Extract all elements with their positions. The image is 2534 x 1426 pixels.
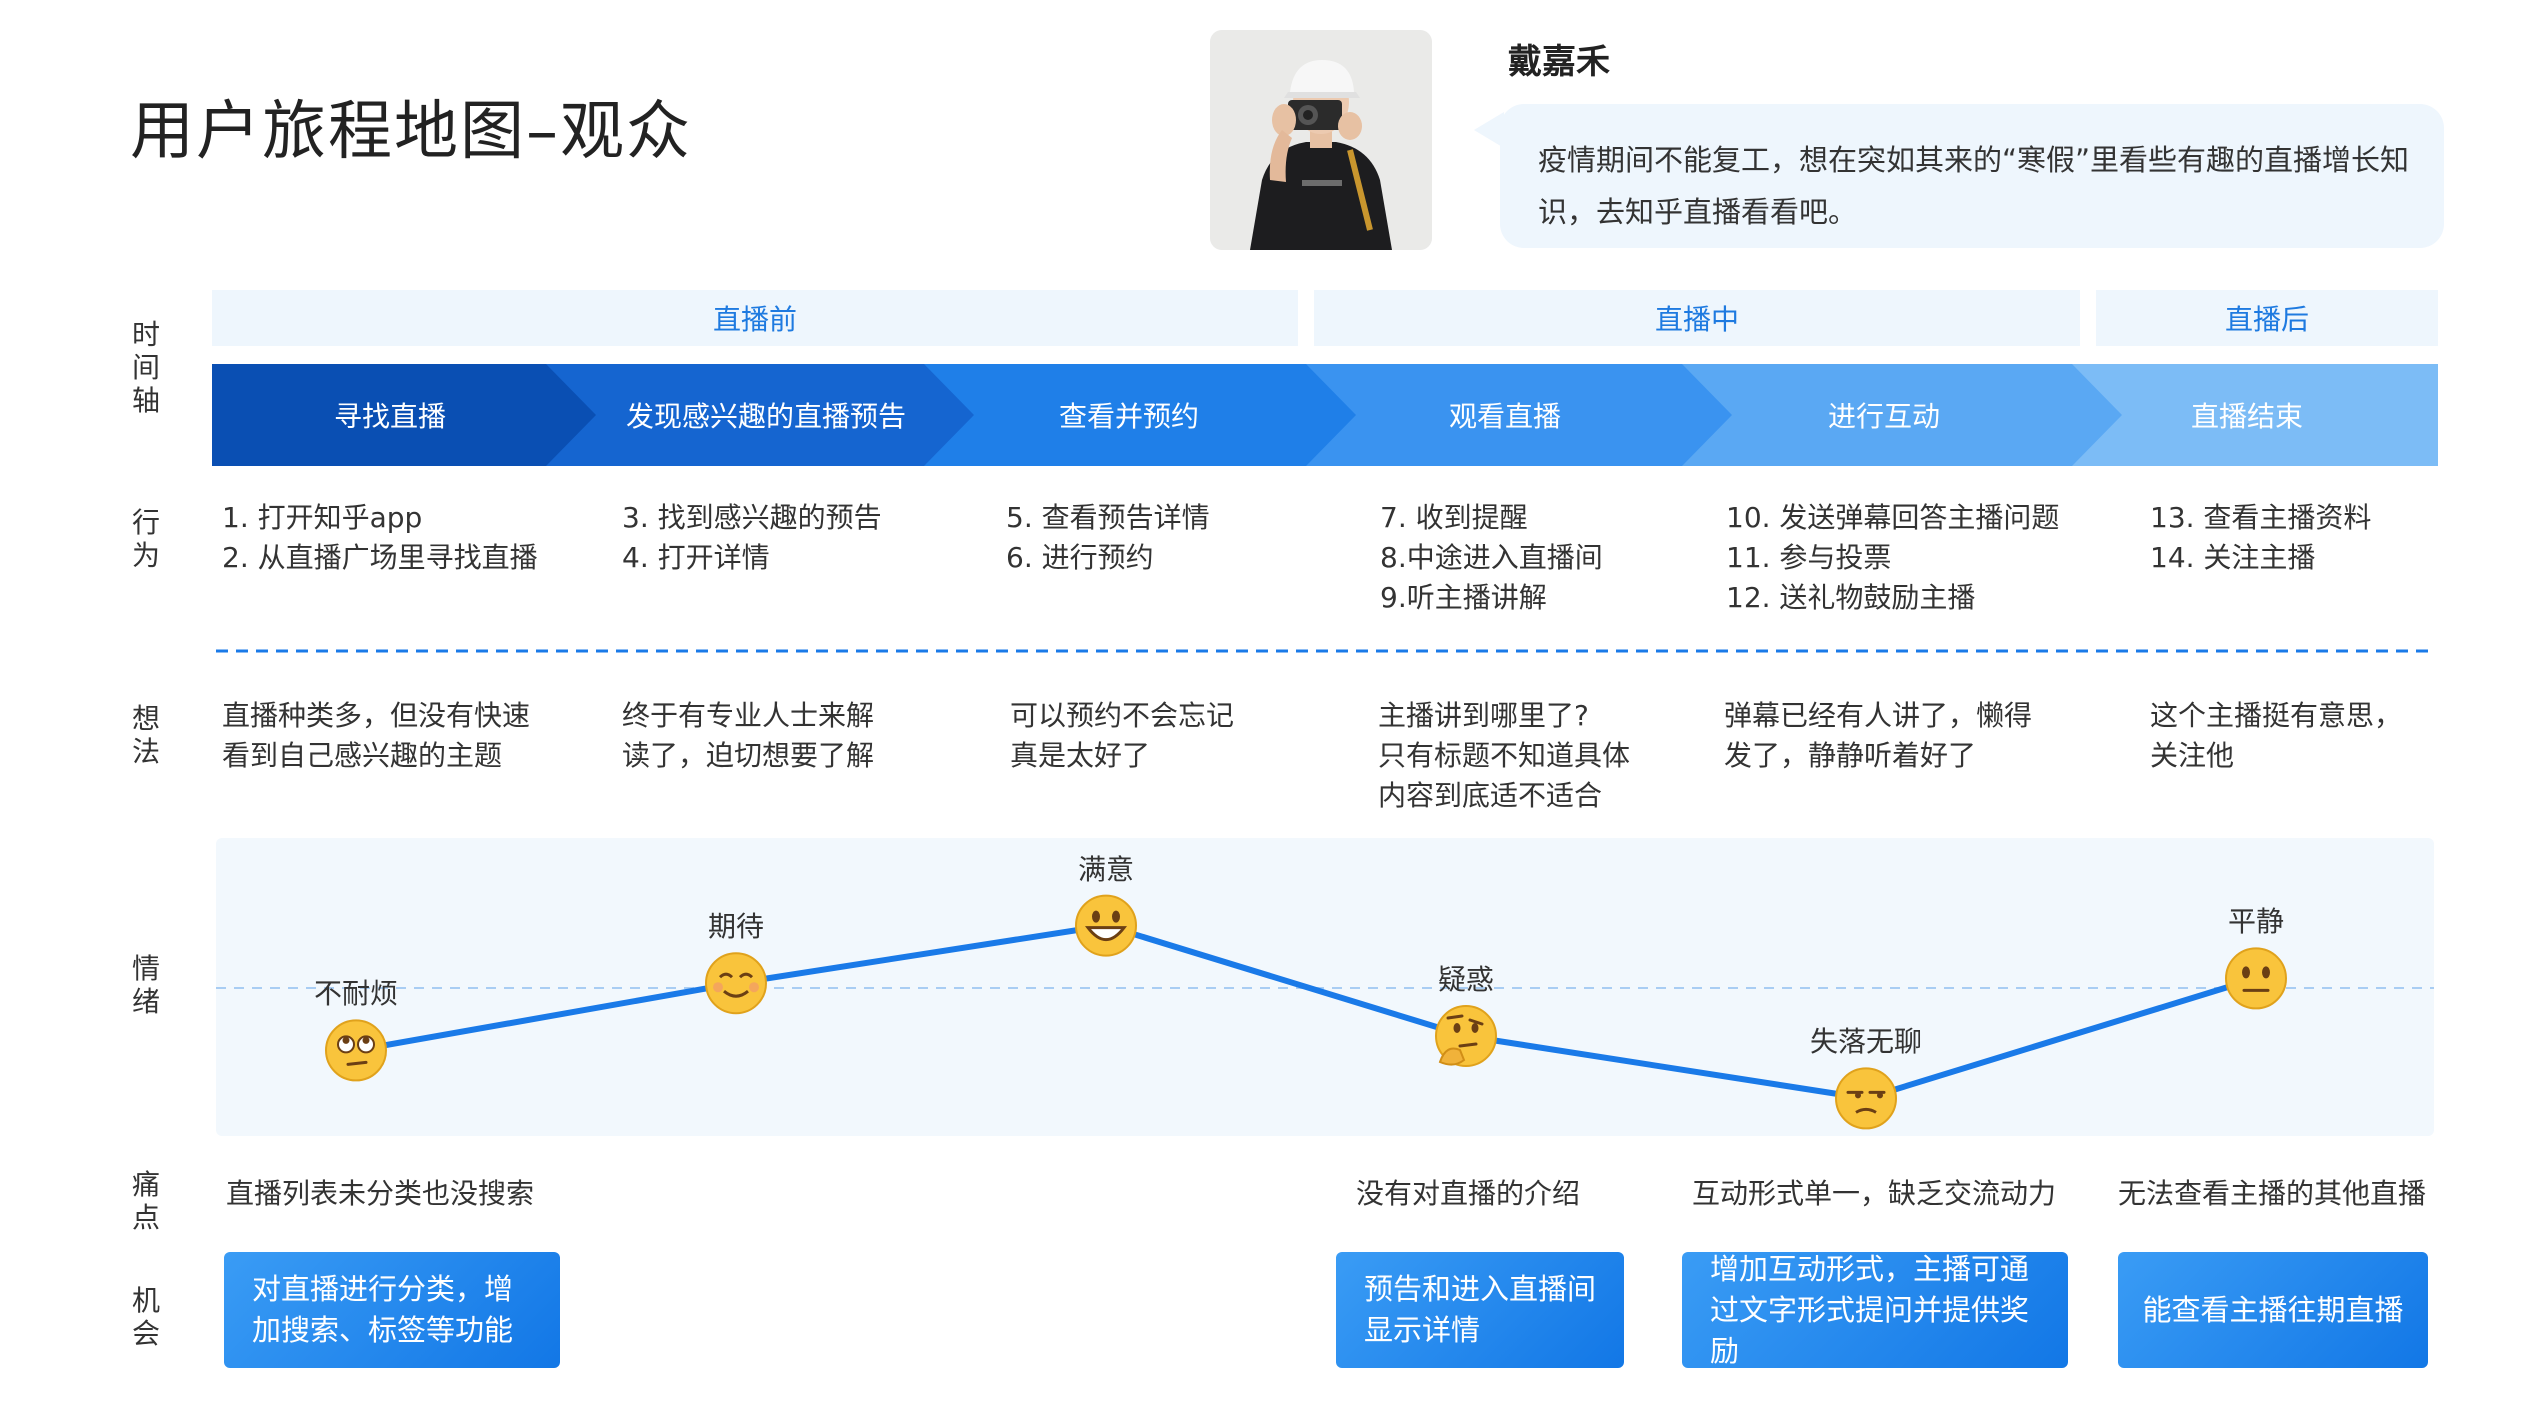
row-label-pain-points: 痛点 <box>131 1168 160 1234</box>
thoughts-stage-2: 终于有专业人士来解 读了，迫切想要了解 <box>622 696 874 776</box>
thought-line: 读了，迫切想要了解 <box>622 739 875 772</box>
actions-stage-5: 10. 发送弹幕回答主播问题 11. 参与投票 12. 送礼物鼓励主播 <box>1726 498 2059 618</box>
emotion-label: 期待 <box>707 910 764 944</box>
phase-before: 直播前 <box>212 290 1298 346</box>
thought-line: 这个主播挺有意思， <box>2150 699 2403 732</box>
opportunity-text: 对直播进行分类，增加搜索、标签等功能 <box>252 1272 514 1347</box>
actions-stage-6: 13. 查看主播资料 14. 关注主播 <box>2150 498 2371 578</box>
action-item: 10. 发送弹幕回答主播问题 <box>1726 501 2060 534</box>
stage-label-2: 发现感兴趣的直播预告 <box>626 400 906 433</box>
thoughts-stage-1: 直播种类多，但没有快速 看到自己感兴趣的主题 <box>222 696 530 776</box>
persona-quote: 疫情期间不能复工，想在突如其来的“寒假”里看些有趣的直播增长知识，去知乎直播看看… <box>1538 143 2410 229</box>
row-label-opportunities: 机会 <box>131 1284 160 1350</box>
actions-stage-4: 7. 收到提醒 8.中途进入直播间 9.听主播讲解 <box>1380 498 1603 618</box>
stage-chevron-5 <box>1682 364 2122 466</box>
emotion-label: 疑惑 <box>1437 963 1494 996</box>
action-item: 1. 打开知乎app <box>222 501 423 534</box>
row-label-timeline: 时间轴 <box>131 318 160 417</box>
action-item: 6. 进行预约 <box>1006 541 1154 574</box>
thoughts-stage-6: 这个主播挺有意思， 关注他 <box>2150 696 2402 776</box>
action-item: 11. 参与投票 <box>1726 541 1892 574</box>
persona-avatar <box>1210 30 1432 250</box>
action-item: 2. 从直播广场里寻找直播 <box>222 541 538 574</box>
action-item: 3. 找到感兴趣的预告 <box>622 501 882 534</box>
smiling-face-icon <box>705 952 767 1015</box>
stage-chevron-4 <box>1306 364 1732 466</box>
opportunity-text: 能查看主播往期直播 <box>2142 1292 2404 1327</box>
emotion-line <box>353 922 2259 1102</box>
thought-line: 弹幕已经有人讲了，懒得 <box>1724 699 2033 732</box>
quote-bubble <box>1500 104 2444 248</box>
neutral-face-icon <box>2225 947 2287 1010</box>
phase-after: 直播后 <box>2096 290 2438 346</box>
stage-chevron-6 <box>2072 364 2438 466</box>
phase-during: 直播中 <box>1314 290 2080 346</box>
stage-chevron-3 <box>924 364 1356 466</box>
thought-line: 看到自己感兴趣的主题 <box>222 739 503 772</box>
opportunity-card-6: 能查看主播往期直播 <box>2118 1252 2428 1368</box>
persona-photo-icon <box>1210 30 1432 250</box>
stage-label-6: 直播结束 <box>2191 400 2303 433</box>
action-item: 9.听主播讲解 <box>1380 581 1547 614</box>
thought-line: 主播讲到哪里了? <box>1378 699 1589 732</box>
thought-line: 只有标题不知道具体 <box>1378 739 1631 772</box>
thoughts-stage-3: 可以预约不会忘记 真是太好了 <box>1010 696 1234 776</box>
action-item: 4. 打开详情 <box>622 541 770 574</box>
thought-line: 内容到底适不适合 <box>1378 779 1603 812</box>
emotion-label: 平静 <box>2227 905 2284 939</box>
stage-label-3: 查看并预约 <box>1059 400 1199 433</box>
eye-roll-face-icon <box>325 1019 387 1082</box>
actions-thoughts-divider <box>216 649 2434 653</box>
pain-point-stage-5: 互动形式单一，缺乏交流动力 <box>1692 1177 2057 1210</box>
emotion-curve-chart <box>216 894 2434 1130</box>
stage-chevron-1 <box>212 364 596 466</box>
thinking-face-icon <box>1435 1005 1497 1067</box>
action-item: 5. 查看预告详情 <box>1006 501 1210 534</box>
stage-arrow-bar: 寻找直播 发现感兴趣的直播预告 查看并预约 观看直播 进行互动 直播结束 <box>212 364 2438 466</box>
pain-point-stage-4: 没有对直播的介绍 <box>1356 1177 1581 1210</box>
actions-stage-2: 3. 找到感兴趣的预告 4. 打开详情 <box>622 498 882 578</box>
opportunity-text: 预告和进入直播间显示详情 <box>1364 1272 1597 1347</box>
emotion-label: 不耐烦 <box>313 977 398 1011</box>
thought-line: 终于有专业人士来解 <box>622 699 875 732</box>
thoughts-stage-5: 弹幕已经有人讲了，懒得 发了，静静听着好了 <box>1724 696 2032 776</box>
quote-bubble-tail <box>1474 112 1504 148</box>
pain-point-stage-1: 直播列表未分类也没搜索 <box>226 1177 535 1210</box>
action-item: 7. 收到提醒 <box>1380 501 1528 534</box>
pain-point-stage-6: 无法查看主播的其他直播 <box>2118 1177 2427 1210</box>
action-item: 8.中途进入直播间 <box>1380 541 1603 574</box>
stage-label-1: 寻找直播 <box>334 400 446 433</box>
persona-name: 戴嘉禾 <box>1508 42 1610 82</box>
opportunity-text: 增加互动形式，主播可通过文字形式提问并提供奖励 <box>1710 1251 2030 1368</box>
page-title: 用户旅程地图–观众 <box>130 95 692 169</box>
actions-stage-3: 5. 查看预告详情 6. 进行预约 <box>1006 498 1210 578</box>
grinning-face-icon <box>1075 894 1137 957</box>
action-item: 14. 关注主播 <box>2150 541 2316 574</box>
opportunity-card-1: 对直播进行分类，增加搜索、标签等功能 <box>224 1252 560 1368</box>
emotion-label: 满意 <box>1077 852 1134 886</box>
row-label-emotions: 情绪 <box>131 952 160 1018</box>
stage-label-5: 进行互动 <box>1828 400 1940 433</box>
unamused-face-icon <box>1835 1067 1897 1130</box>
thought-line: 直播种类多，但没有快速 <box>222 699 531 732</box>
action-item: 12. 送礼物鼓励主播 <box>1726 581 1976 614</box>
thoughts-stage-4: 主播讲到哪里了? 只有标题不知道具体 内容到底适不适合 <box>1378 696 1630 816</box>
opportunity-card-5: 增加互动形式，主播可通过文字形式提问并提供奖励 <box>1682 1252 2068 1368</box>
action-item: 13. 查看主播资料 <box>2150 501 2372 534</box>
opportunity-card-4: 预告和进入直播间显示详情 <box>1336 1252 1624 1368</box>
row-label-actions: 行为 <box>131 506 160 572</box>
actions-stage-1: 1. 打开知乎app 2. 从直播广场里寻找直播 <box>222 498 538 578</box>
thought-line: 真是太好了 <box>1010 739 1151 772</box>
stage-chevron-2 <box>546 364 974 466</box>
stage-label-4: 观看直播 <box>1449 400 1561 433</box>
emotion-label: 失落无聊 <box>1809 1025 1922 1059</box>
thought-line: 关注他 <box>2150 739 2235 772</box>
thought-line: 发了，静静听着好了 <box>1724 739 1977 772</box>
thought-line: 可以预约不会忘记 <box>1010 699 1235 732</box>
row-label-thoughts: 想法 <box>131 702 160 768</box>
